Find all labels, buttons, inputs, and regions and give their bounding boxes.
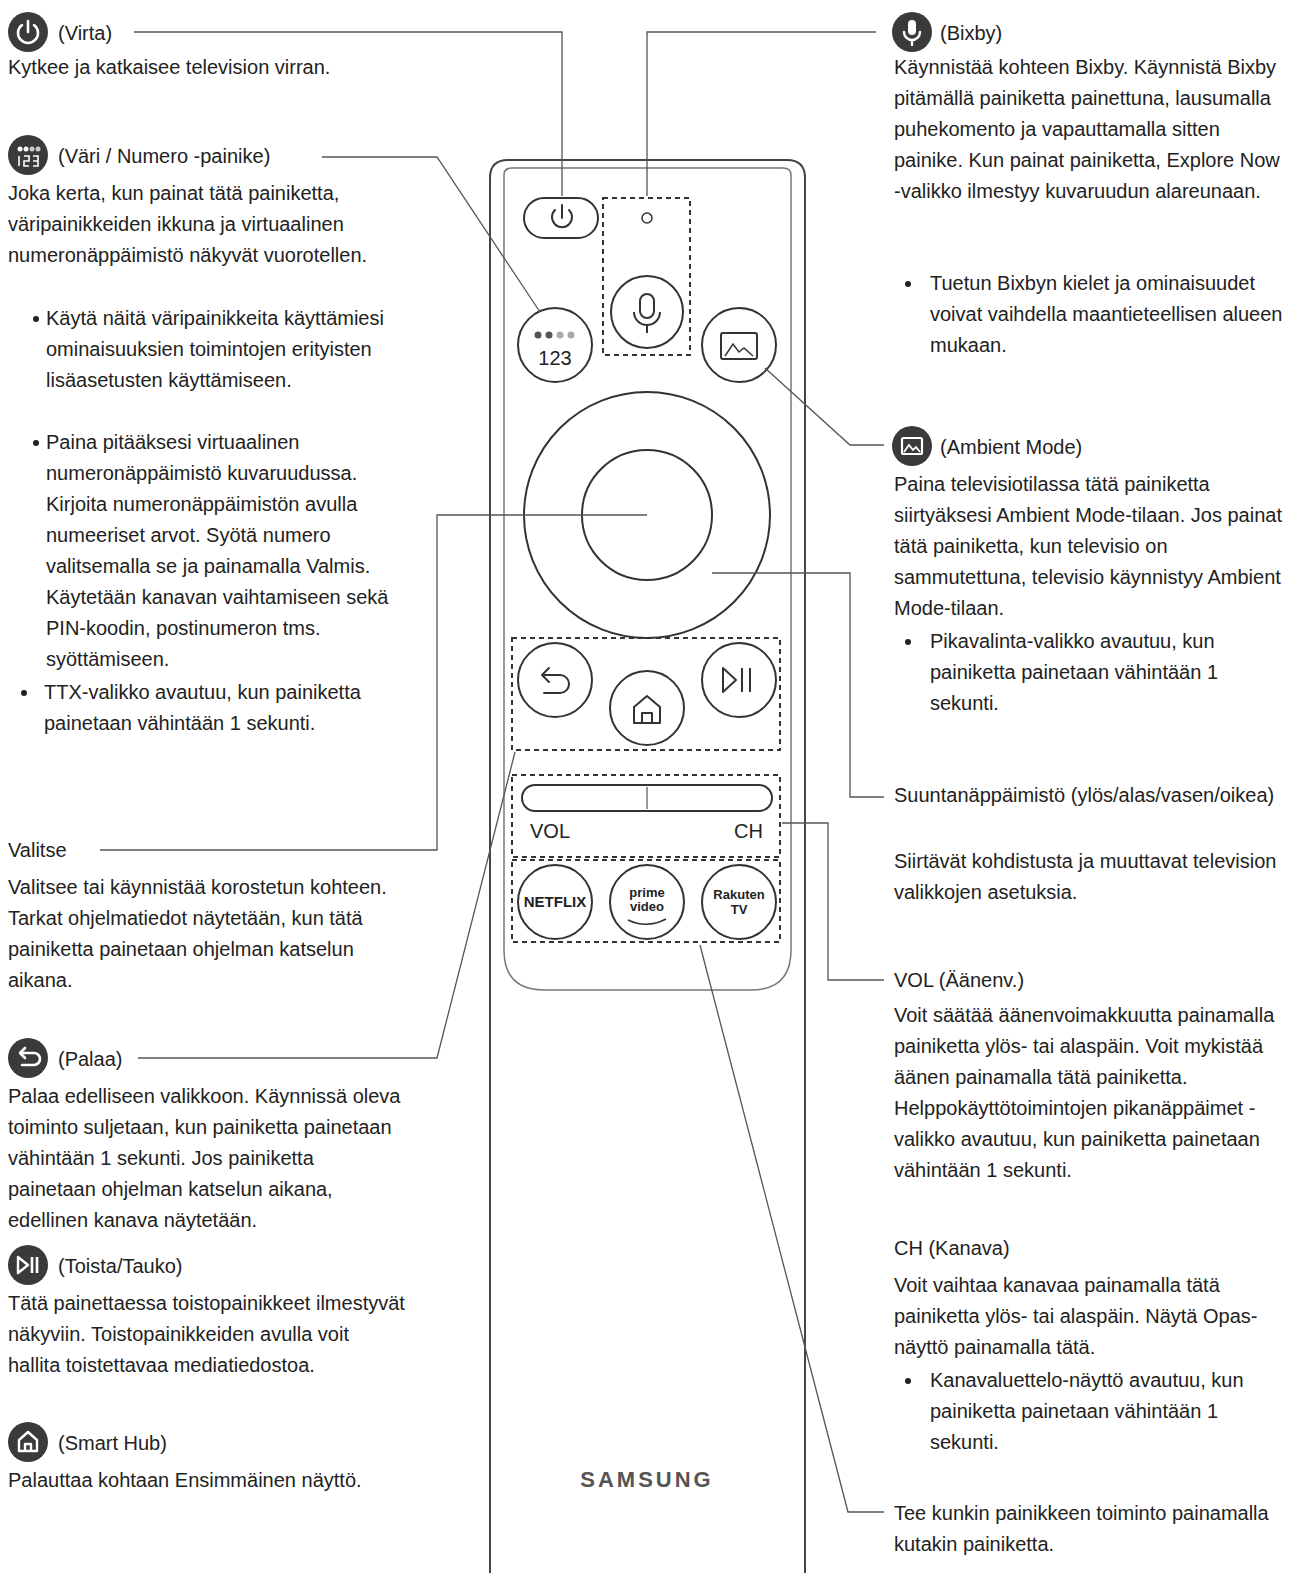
- button-icon: [8, 1038, 48, 1078]
- button-heading: VOL (Äänenv.): [894, 965, 1194, 996]
- bullet-note: Käytä näitä väripainikkeita käyttämiesi …: [46, 303, 406, 396]
- bullet-note: Pikavalinta-valikko avautuu, kun painike…: [930, 626, 1290, 719]
- button-logo: NETFLIX: [520, 894, 590, 910]
- button-icon: [892, 426, 932, 466]
- button-icon: [892, 12, 932, 52]
- bullet-note: Kanavaluettelo-näyttö avautuu, kun paini…: [930, 1365, 1290, 1458]
- description: Valitsee tai käynnistää korostetun kohte…: [8, 872, 406, 996]
- button-icon: [8, 1245, 48, 1285]
- bullet-dot: [33, 440, 39, 446]
- button-logo: prime video: [617, 886, 677, 914]
- button-label: VOL: [530, 818, 590, 844]
- description: Voit vaihtaa kanavaa painamalla tätä pai…: [894, 1270, 1288, 1363]
- bullet-note: Paina pitääksesi virtuaalinen numeronäpp…: [46, 427, 408, 675]
- button-heading: (Ambient Mode): [940, 432, 1190, 463]
- remote-body: [490, 160, 805, 1573]
- description: Voit säätää äänenvoimakkuutta painamalla…: [894, 1000, 1288, 1186]
- dashed-groups: [512, 198, 780, 942]
- prime-smile: [628, 919, 666, 924]
- button-heading: (Toista/Tauko): [58, 1251, 258, 1282]
- button-heading: (Virta): [58, 18, 358, 49]
- button-icon: [8, 1422, 48, 1462]
- button-heading: Valitse: [8, 835, 98, 866]
- description: Käynnistää kohteen Bixby. Käynnistä Bixb…: [894, 52, 1288, 207]
- remote-buttons: [518, 198, 776, 939]
- button-heading: CH (Kanava): [894, 1233, 1194, 1264]
- bullet-dot: [905, 1378, 911, 1384]
- bullet-dot: [21, 690, 27, 696]
- description: Kytkee ja katkaisee television virran.: [8, 52, 406, 83]
- bullet-dot: [905, 639, 911, 645]
- bullet-dot: [33, 316, 39, 322]
- description: Tätä painettaessa toistopainikkeet ilmes…: [8, 1288, 406, 1381]
- button-logo: Rakuten TV: [706, 887, 772, 917]
- button-heading: (Smart Hub): [58, 1428, 258, 1459]
- description: Paina televisiotilassa tätä painiketta s…: [894, 469, 1288, 624]
- bullet-note: TTX-valikko avautuu, kun painiketta pain…: [44, 677, 406, 739]
- description: Tee kunkin painikkeen toiminto painamall…: [894, 1498, 1288, 1560]
- description: Palauttaa kohtaan Ensimmäinen näyttö.: [8, 1465, 406, 1496]
- button-heading: (Palaa): [58, 1044, 138, 1075]
- description: Palaa edelliseen valikkoon. Käynnissä ol…: [8, 1081, 406, 1236]
- button-heading: Suuntanäppäimistö (ylös/alas/vasen/oikea…: [894, 780, 1288, 811]
- button-heading: (Väri / Numero -painike): [58, 141, 358, 172]
- button-label: 123: [525, 347, 585, 369]
- description: Joka kerta, kun painat tätä painiketta, …: [8, 178, 406, 271]
- brand-logo: SAMSUNG: [567, 1467, 727, 1493]
- description: Siirtävät kohdistusta ja muuttavat telev…: [894, 846, 1288, 908]
- button-icon: [8, 12, 48, 52]
- bullet-dot: [905, 281, 911, 287]
- button-heading: (Bixby): [940, 18, 1140, 49]
- button-label: CH: [734, 818, 774, 844]
- button-icon: [8, 135, 48, 175]
- bullet-note: Tuetun Bixbyn kielet ja ominaisuudet voi…: [930, 268, 1290, 361]
